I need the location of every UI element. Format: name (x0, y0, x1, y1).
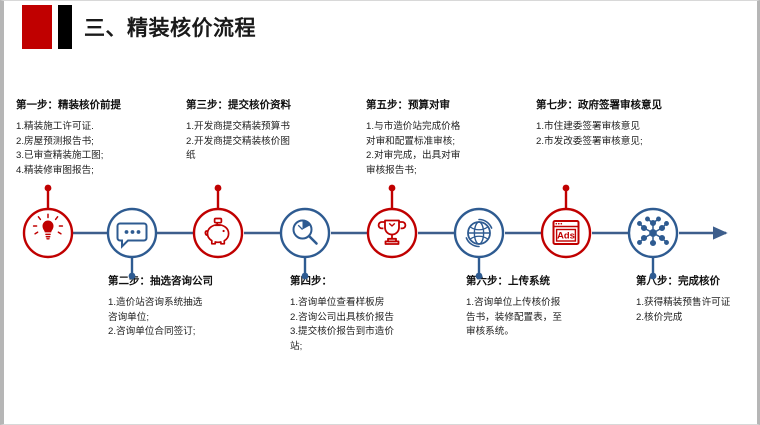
step-4-line-2: 2.咨询公司出具核价报告 (290, 311, 394, 323)
step-block-4: 第四步： 1.咨询单位查看样板房 2.咨询公司出具核价报告 3.提交核价报告到市… (290, 273, 465, 354)
trophy-icon (377, 219, 407, 245)
step-5-line-4: 审核报告书; (366, 164, 417, 176)
step-4-line-4: 站; (290, 340, 303, 352)
timeline-node-6[interactable] (453, 207, 505, 280)
step-block-2: 第二步：抽选咨询公司 1.造价站咨询系统抽选 咨询单位; 2.咨询单位合同签订; (108, 273, 283, 340)
step-7-title: 第七步：政府签署审核意见 (536, 99, 662, 111)
step-6-line-1: 1.咨询单位上传核价报 (466, 297, 561, 308)
step-1-line-2: 2.房屋预测报告书; (16, 135, 94, 147)
step-7-line-1: 1.市住建委签署审核意见 (536, 121, 640, 132)
timeline-node-8[interactable] (627, 207, 679, 280)
step-5-line-1: 1.与市造价站完成价格 (366, 121, 461, 132)
step-3-title: 第三步：提交核价资料 (186, 99, 291, 111)
ads-window-icon: Ads (552, 220, 580, 245)
step-3-line-2: 2.开发商提交精装核价图 (186, 135, 290, 147)
step-block-1: 第一步：精装核价前提 1.精装施工许可证. 2.房屋预测报告书; 3.已审查精装… (16, 97, 181, 178)
timeline-node-2[interactable] (106, 207, 158, 280)
step-5-line-2: 对审和配置标准审核; (366, 135, 456, 147)
timeline-node-3[interactable] (192, 184, 244, 259)
step-3-stem-dot (214, 184, 222, 192)
step-4-title: 第四步： (290, 275, 332, 287)
step-1-line-4: 4.精装修审图报告; (16, 164, 94, 176)
step-6-stem-dot (475, 272, 483, 280)
step-6-line-2: 告书，装修配置表，至 (466, 311, 562, 323)
step-2-stem-dot (128, 272, 136, 280)
step-8-line-1: 1.获得精装预售许可证 (636, 297, 731, 308)
step-3-node-circle[interactable] (192, 207, 244, 259)
step-6-line-3: 审核系统。 (466, 326, 514, 337)
molecule-icon (637, 216, 669, 247)
step-2-line-3: 2.咨询单位合同签订; (108, 326, 196, 337)
timeline-node-1[interactable] (22, 184, 74, 259)
step-1-stem-dot (44, 184, 52, 192)
timeline: Ads (4, 181, 760, 281)
step-block-8: 第八步：完成核价 1.获得精装预售许可证 2.核价完成 (636, 273, 760, 325)
step-8-title: 第八步：完成核价 (636, 275, 720, 287)
step-4-stem-dot (301, 272, 309, 280)
step-8-line-2: 2.核价完成 (636, 311, 683, 323)
step-5-node-circle[interactable] (366, 207, 418, 259)
step-block-3: 第三步：提交核价资料 1.开发商提交精装预算书 2.开发商提交精装核价图 纸 (186, 97, 356, 164)
step-1-line-3: 3.已审查精装施工图; (16, 150, 104, 161)
header-black-block (58, 5, 72, 49)
timeline-node-5[interactable] (366, 184, 418, 259)
step-5-title: 第五步：预算对审 (366, 99, 450, 111)
step-block-6: 第六步：上传系统 1.咨询单位上传核价报 告书，装修配置表，至 审核系统。 (466, 273, 626, 340)
page-title: 三、精装核价流程 (84, 17, 256, 40)
step-block-7: 第七步：政府签署审核意见 1.市住建委签署审核意见 2.市发改委签署审核意见; (536, 97, 751, 149)
step-4-line-3: 3.提交核价报告到市造价 (290, 326, 394, 337)
timeline-node-7[interactable]: Ads (540, 184, 592, 259)
speech-bubble-icon (116, 222, 148, 249)
step-1-title: 第一步：精装核价前提 (16, 99, 121, 111)
step-1-node-circle[interactable] (22, 207, 74, 259)
step-2-line-1: 1.造价站咨询系统抽选 (108, 297, 203, 308)
lightbulb-icon (32, 213, 64, 240)
step-7-stem-dot (562, 184, 570, 192)
magnifier-pie-icon (292, 219, 318, 245)
step-1-line-1: 1.精装施工许可证. (16, 121, 94, 132)
step-4-line-1: 1.咨询单位查看样板房 (290, 297, 385, 308)
svg-text:Ads: Ads (557, 229, 575, 240)
step-5-line-3: 2.对审完成，出具对审 (366, 150, 461, 161)
step-7-line-2: 2.市发改委签署审核意见; (536, 135, 643, 147)
step-3-line-3: 纸 (186, 150, 196, 161)
piggy-bank-icon (204, 217, 230, 245)
step-3-line-1: 1.开发商提交精装预算书 (186, 121, 290, 132)
timeline-node-4[interactable] (279, 207, 331, 280)
step-block-5: 第五步：预算对审 1.与市造价站完成价格 对审和配置标准审核; 2.对审完成，出… (366, 97, 526, 178)
step-8-stem-dot (649, 272, 657, 280)
step-6-title: 第六步：上传系统 (466, 275, 550, 287)
header-red-block (22, 5, 52, 49)
step-2-line-2: 咨询单位; (108, 311, 150, 323)
globe-icon (465, 218, 493, 248)
step-5-stem-dot (388, 184, 396, 192)
